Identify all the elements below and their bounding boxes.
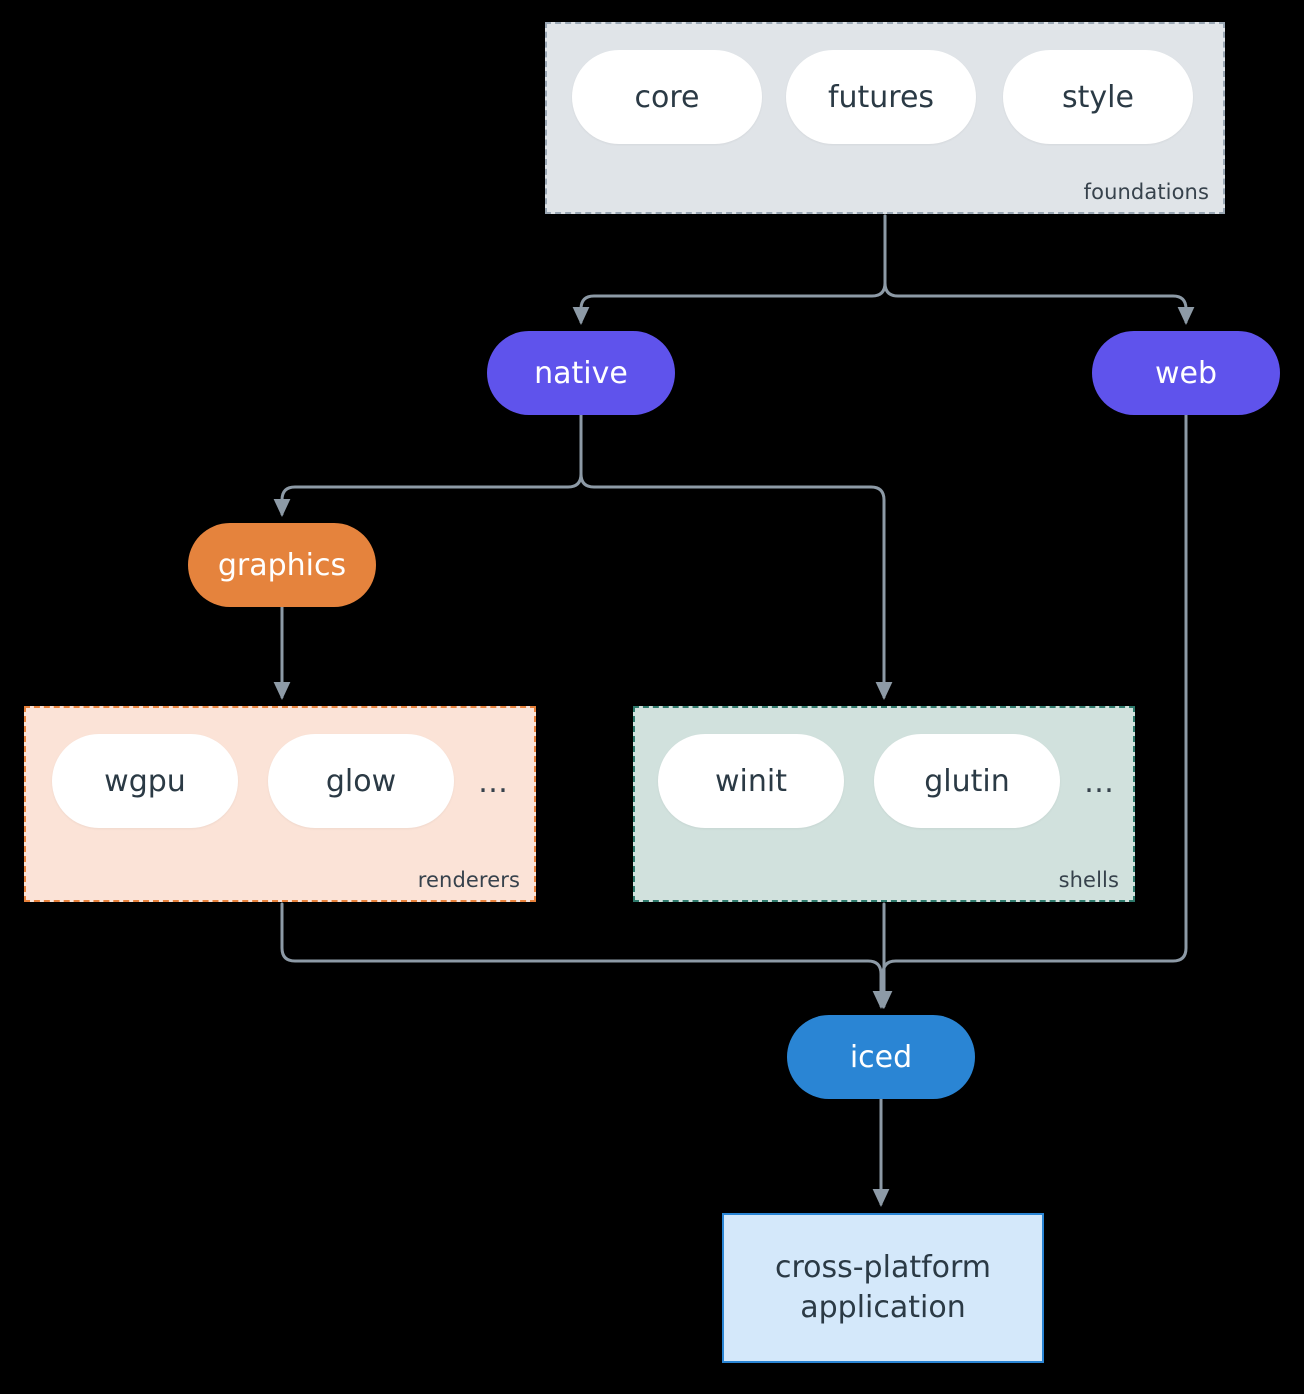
- group-label-foundations: foundations: [1083, 180, 1209, 204]
- edge-foundations-native: [572, 214, 887, 326]
- node-wgpu[interactable]: wgpu: [52, 734, 238, 828]
- node-cross-platform-application[interactable]: cross-platform application: [722, 1213, 1044, 1363]
- node-web[interactable]: web: [1092, 331, 1280, 415]
- node-label-futures: futures: [827, 79, 935, 115]
- renderers-ellipsis: …: [478, 765, 509, 800]
- node-label-winit: winit: [715, 763, 787, 799]
- application-label-line1: cross-platform: [774, 1250, 992, 1286]
- group-label-renderers: renderers: [417, 868, 520, 892]
- node-label-native: native: [534, 355, 628, 391]
- edge-native-graphics: [273, 413, 583, 518]
- node-label-iced: iced: [849, 1039, 913, 1075]
- node-label-web: web: [1154, 355, 1218, 391]
- node-label-glow: glow: [325, 763, 397, 799]
- node-label-graphics: graphics: [217, 547, 347, 583]
- node-label-wgpu: wgpu: [104, 763, 186, 799]
- node-futures[interactable]: futures: [786, 50, 976, 144]
- node-style[interactable]: style: [1003, 50, 1193, 144]
- node-label-core: core: [634, 79, 700, 115]
- edge-renderers-iced: [280, 902, 890, 1010]
- group-label-shells: shells: [1058, 868, 1119, 892]
- node-glow[interactable]: glow: [268, 734, 454, 828]
- node-label-style: style: [1062, 79, 1134, 115]
- edge-web-iced: [874, 413, 1188, 1010]
- node-core[interactable]: core: [572, 50, 762, 144]
- node-native[interactable]: native: [487, 331, 675, 415]
- edge-foundations-web: [883, 214, 1195, 326]
- node-winit[interactable]: winit: [658, 734, 844, 828]
- shells-ellipsis: …: [1084, 765, 1115, 800]
- node-graphics[interactable]: graphics: [188, 523, 376, 607]
- node-iced[interactable]: iced: [787, 1015, 975, 1099]
- node-glutin[interactable]: glutin: [874, 734, 1060, 828]
- application-label-line2: application: [800, 1290, 966, 1325]
- node-label-glutin: glutin: [924, 763, 1010, 799]
- edge-native-shells: [579, 413, 893, 701]
